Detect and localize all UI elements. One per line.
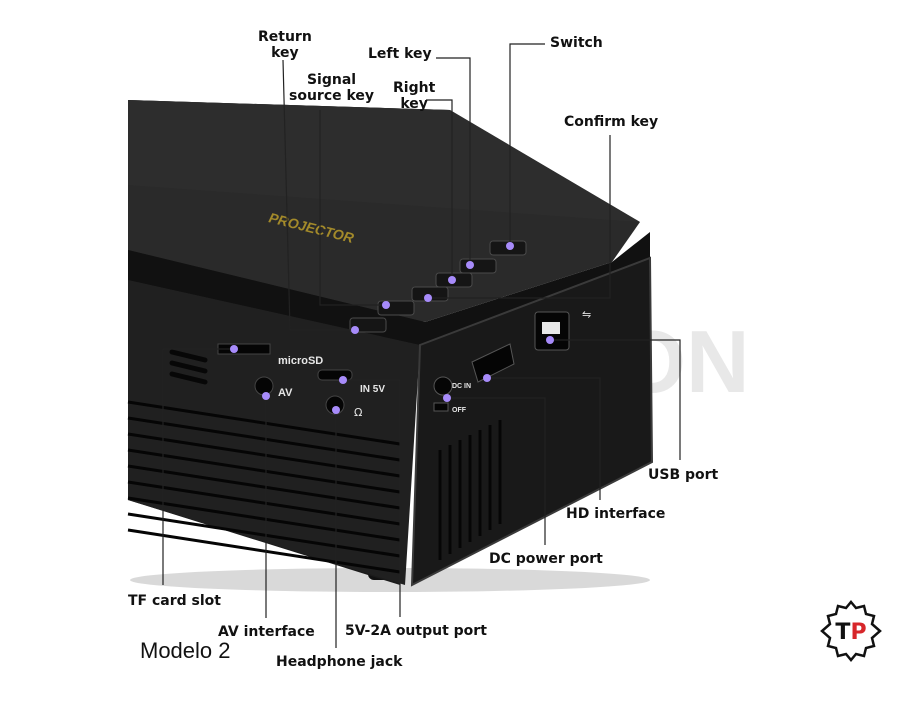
marker-return-key xyxy=(351,326,359,334)
headphone-icon: Ω xyxy=(354,406,362,419)
marker-right-key xyxy=(448,276,456,284)
leader-dc-power-port xyxy=(447,397,546,545)
callout-output-port: 5V-2A output port xyxy=(345,623,487,639)
leader-lines xyxy=(162,43,681,648)
speaker-slot xyxy=(169,360,208,374)
return-button[interactable] xyxy=(349,317,387,333)
marker-signal-source-key xyxy=(382,301,390,309)
callout-right-key: Right key xyxy=(393,80,435,112)
logo-text: TP xyxy=(835,620,866,645)
callout-return-key: Return key xyxy=(258,29,312,61)
off-label: OFF xyxy=(452,407,467,414)
side-vent-slot xyxy=(127,448,401,494)
side-vent-slot xyxy=(127,432,401,478)
speaker-slot xyxy=(169,349,208,363)
side-vent-slot xyxy=(127,496,401,542)
marker-switch xyxy=(506,242,514,250)
front-vent-grille xyxy=(438,420,502,560)
leader-confirm-key xyxy=(428,135,611,299)
marker-confirm-key xyxy=(424,294,432,302)
marker-tf-card-slot xyxy=(230,345,238,353)
in-5v-label: IN 5V xyxy=(360,384,385,395)
callout-av-interface: AV interface xyxy=(218,624,315,640)
side-vent-slot xyxy=(127,464,401,510)
callout-headphone-jack: Headphone jack xyxy=(276,654,403,670)
microsd-label: microSD xyxy=(278,355,323,367)
callout-signal-source-key-line2: source key xyxy=(289,88,375,104)
side-vent-slot xyxy=(127,528,401,574)
tp-logo: TP xyxy=(820,600,882,662)
callout-markers xyxy=(230,242,554,414)
leader-signal-source-key xyxy=(319,110,386,306)
dc-power-jack[interactable] xyxy=(433,376,453,396)
callout-usb-port: USB port xyxy=(648,467,719,483)
leader-left-key xyxy=(436,57,471,265)
callout-tf-card-slot: TF card slot xyxy=(128,593,221,609)
marker-left-key xyxy=(466,261,474,269)
usb-icon: ⇋ xyxy=(582,308,591,321)
callout-signal-source-key: Signal source key xyxy=(289,72,374,104)
marker-dc-power-port xyxy=(443,394,451,402)
projector-top-highlight xyxy=(128,100,640,222)
usb-c-power-port[interactable] xyxy=(317,369,353,381)
av-jack[interactable] xyxy=(254,376,274,396)
callout-left-key: Left key xyxy=(368,46,432,62)
side-vent-slot xyxy=(127,512,401,558)
marker-av-interface xyxy=(262,392,270,400)
marker-usb-port xyxy=(546,336,554,344)
callout-hd-interface: HD interface xyxy=(566,506,666,522)
speaker-slot xyxy=(169,371,208,385)
av-label: AV xyxy=(278,387,293,399)
side-vent-grille xyxy=(127,400,401,574)
leader-return-key xyxy=(282,59,355,331)
callout-return-key-line1: Return xyxy=(258,29,312,45)
front-ports: microSD IN 5V AV Ω xyxy=(217,343,385,419)
left-button[interactable] xyxy=(459,258,497,274)
side-vent-slot xyxy=(127,400,401,446)
projector-bevel xyxy=(128,232,650,345)
gear-icon xyxy=(820,600,882,662)
dc-in-label: DC IN xyxy=(452,383,471,390)
callout-switch: Switch xyxy=(550,35,603,51)
leader-output-port xyxy=(343,379,401,617)
side-vent-slot xyxy=(127,480,401,526)
speaker-slots xyxy=(169,349,208,385)
projector-right-edge xyxy=(410,256,654,587)
usb-port-tongue xyxy=(542,322,560,334)
leader-usb-port xyxy=(550,339,681,460)
marker-headphone-jack xyxy=(332,406,340,414)
leader-hd-interface xyxy=(487,377,601,500)
power-toggle[interactable] xyxy=(433,402,449,412)
callout-confirm-key: Confirm key xyxy=(564,114,659,130)
marker-output-port xyxy=(339,376,347,384)
callout-dc-power-port: DC power port xyxy=(489,551,603,567)
model-caption: Modelo 2 xyxy=(140,638,231,663)
leader-tf-card-slot xyxy=(162,348,234,585)
callout-right-key-line1: Right xyxy=(393,80,436,96)
leader-right-key xyxy=(426,99,453,280)
marker-hd-interface xyxy=(483,374,491,382)
callout-signal-source-key-line1: Signal xyxy=(306,72,357,88)
side-vent-slot xyxy=(127,416,401,462)
callout-return-key-line2: key xyxy=(271,45,299,61)
callout-right-key-line2: key xyxy=(400,96,428,112)
hd-port[interactable] xyxy=(471,343,515,383)
leader-switch xyxy=(509,43,545,246)
